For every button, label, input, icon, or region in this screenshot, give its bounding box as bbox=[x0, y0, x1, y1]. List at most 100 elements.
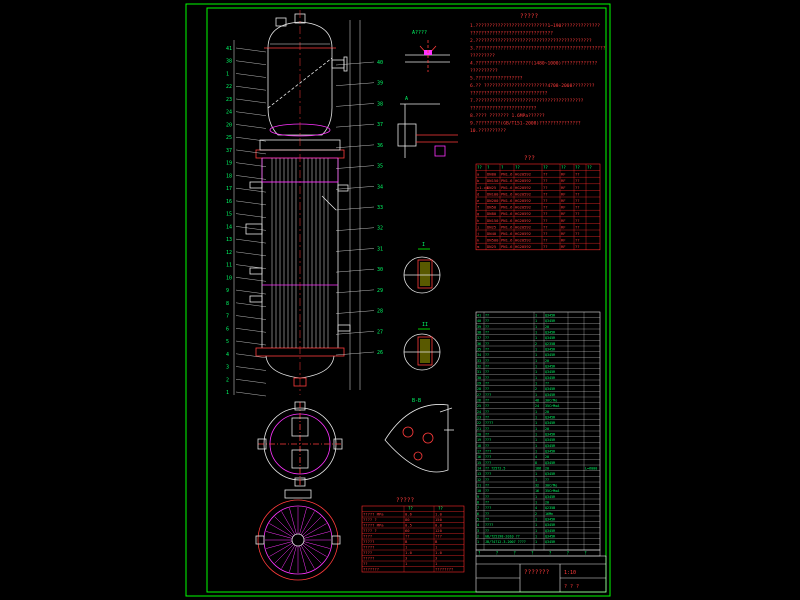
leader-number-right: 28 bbox=[377, 309, 383, 315]
nozzle-table-cell: ?? bbox=[575, 238, 580, 243]
design-table-title: ????? bbox=[396, 497, 414, 504]
parts-cell: ?? bbox=[485, 415, 489, 419]
parts-cell: ?? bbox=[485, 495, 489, 499]
parts-cell: Q345R bbox=[545, 319, 556, 323]
nozzle-table-cell: RF bbox=[561, 172, 566, 177]
tubesheet-spoke bbox=[303, 541, 330, 549]
parts-cell: 19 bbox=[477, 438, 481, 442]
design-table-cell: 60 bbox=[405, 528, 410, 533]
nozzle-table-header-cell: ?? bbox=[575, 165, 580, 170]
parts-cell: ?? bbox=[545, 381, 549, 385]
parts-cell: 20 bbox=[545, 466, 549, 470]
parts-cell: 1 bbox=[535, 495, 537, 499]
parts-cell: 1 bbox=[535, 370, 537, 374]
nozzle-table-cell: i bbox=[477, 224, 480, 229]
parts-cell: 24 bbox=[535, 404, 539, 408]
parts-cell: 16 bbox=[535, 489, 539, 493]
top-left-nozzle bbox=[275, 17, 287, 27]
note-line: ???????????????????????????? bbox=[470, 91, 548, 97]
nozzle-table-cell: HG20592 bbox=[515, 185, 531, 190]
parts-cell: 1 bbox=[535, 330, 537, 334]
parts-cell: 3 bbox=[477, 529, 479, 533]
design-table-cell: 1 bbox=[435, 545, 438, 550]
design-table-cell: ??? bbox=[435, 534, 442, 539]
parts-cell: 41 bbox=[477, 313, 481, 317]
design-table-header-cell: ?? bbox=[408, 506, 413, 511]
parts-cell: 1 bbox=[477, 540, 479, 544]
leader-number-left: 5 bbox=[226, 339, 229, 345]
nozzle-table-cell: ?? bbox=[543, 244, 548, 249]
leader-line-left bbox=[235, 60, 267, 65]
parts-cell: 20 bbox=[545, 359, 549, 363]
leader-line-left bbox=[235, 315, 267, 320]
design-table-cell: 1.0 bbox=[405, 550, 413, 555]
parts-cell: Q345R bbox=[545, 529, 556, 533]
flange-detail-ring bbox=[397, 123, 417, 147]
leader-number-left: 11 bbox=[226, 263, 232, 269]
nozzle-table-cell: k bbox=[477, 238, 480, 243]
leader-line-left bbox=[235, 302, 267, 308]
design-table-cell: B bbox=[435, 539, 438, 544]
nozzle-table-header-cell: ?? bbox=[515, 165, 520, 170]
parts-cell: Q345R bbox=[545, 336, 556, 340]
detail-ii-tubesheet bbox=[417, 336, 433, 366]
main-elevation-view bbox=[245, 13, 351, 387]
detail-i-view: I bbox=[403, 242, 441, 294]
nozzle-table-cell: e bbox=[477, 198, 480, 203]
nozzle-table-cell: ?? bbox=[543, 198, 548, 203]
nozzle-table-cell: DN40 bbox=[487, 231, 497, 236]
section-bb-arc bbox=[384, 404, 449, 473]
parts-cell: 1 bbox=[535, 325, 537, 329]
nozzle-table-cell: a bbox=[477, 172, 479, 177]
right-upper-nozzle bbox=[331, 59, 345, 69]
nozzle-table-cell: HG20592 bbox=[515, 218, 531, 223]
leader-line-left bbox=[235, 328, 267, 333]
section-bb-label: B-B bbox=[412, 398, 421, 404]
leader-number-left: 9 bbox=[226, 288, 229, 294]
parts-cell: 1 bbox=[535, 410, 537, 414]
nozzle-table-cell: ?? bbox=[575, 218, 580, 223]
leader-number-right: 29 bbox=[377, 288, 383, 294]
nozzle-table-cell: DN25 bbox=[487, 224, 496, 229]
leader-number-left: 41 bbox=[226, 46, 232, 52]
parts-cell: Q345R bbox=[545, 523, 556, 527]
parts-cell: 1 bbox=[535, 540, 537, 544]
plan-right-nozzle bbox=[333, 438, 343, 450]
design-table-cell: ?? bbox=[363, 561, 368, 566]
design-table-cell: ???????? bbox=[435, 567, 453, 572]
parts-cell: 1 bbox=[535, 517, 537, 521]
plan-top-nozzle bbox=[294, 401, 306, 411]
leader-line-right bbox=[335, 103, 375, 107]
nozzle-table-cell: j bbox=[477, 231, 479, 236]
nozzle-table-cell: PN1.6 bbox=[501, 238, 513, 243]
parts-cell: 30CrMo bbox=[545, 483, 557, 487]
leader-line-left bbox=[235, 200, 267, 206]
leader-number-left: 8 bbox=[226, 301, 229, 307]
design-table-cell: ???? bbox=[363, 534, 372, 539]
parts-cell: 4 bbox=[535, 455, 537, 459]
leader-number-right: 33 bbox=[377, 205, 383, 211]
design-table-cell: ????? bbox=[363, 556, 374, 561]
parts-footer-cell: ? bbox=[567, 551, 570, 556]
detail-ii-label: II bbox=[422, 322, 428, 328]
design-table-cell: ???? ? bbox=[363, 517, 377, 522]
leader-line-right bbox=[335, 82, 375, 86]
parts-cell: Q345R bbox=[545, 444, 556, 448]
right-mid-nozzle bbox=[337, 184, 349, 192]
parts-cell: 1 bbox=[535, 444, 537, 448]
tubesheet-spoke bbox=[266, 531, 293, 539]
design-table-header-cell: ?? bbox=[438, 506, 443, 511]
plan-left-nozzle bbox=[257, 438, 267, 450]
design-table-cell: 80 bbox=[405, 517, 410, 522]
design-table-cell: ????? MPa bbox=[363, 512, 384, 517]
tubesheet-spoke bbox=[303, 523, 327, 538]
parts-cell: 31 bbox=[477, 370, 481, 374]
parts-cell: 1 bbox=[535, 438, 537, 442]
note-line: 8.???? ??????? 1.6MPa?????? bbox=[470, 113, 545, 119]
nozzle-table-cell: c1-c4 bbox=[477, 185, 489, 190]
parts-cell: 16 bbox=[477, 455, 481, 459]
tubesheet-spoke bbox=[281, 511, 296, 535]
flange-detail-label: A bbox=[405, 96, 408, 102]
